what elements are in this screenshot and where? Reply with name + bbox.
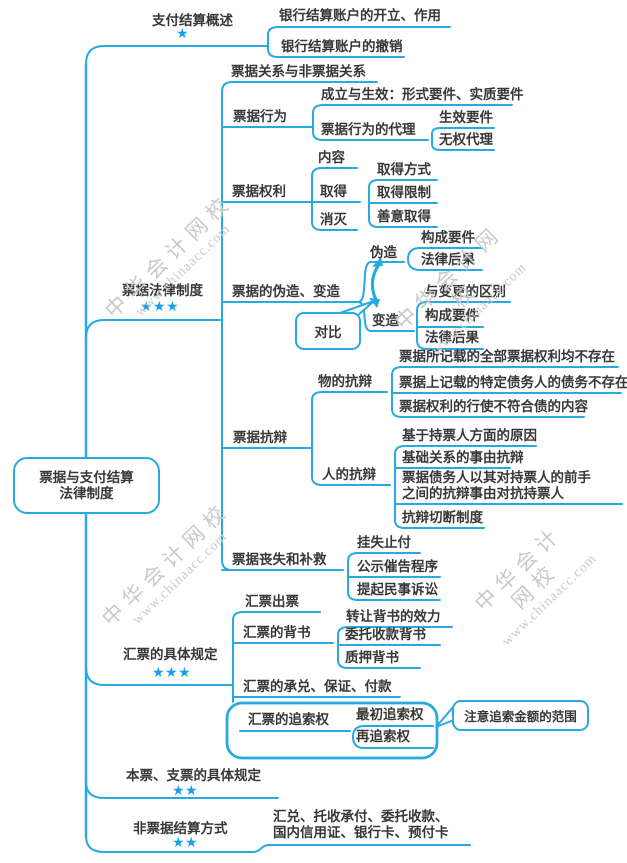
node-defense-cutoff: 抗辩切断制度 xyxy=(402,510,483,525)
node-re-recourse: 再追索权 xyxy=(356,729,410,744)
node-unauthorized-agency: 无权代理 xyxy=(439,132,493,147)
node-real-defense: 物的抗辩 xyxy=(318,374,372,389)
node-alter-elements: 构成要件 xyxy=(425,308,479,323)
node-rights-extinguish: 消灭 xyxy=(320,212,347,227)
node-loss-item: 挂失止付 xyxy=(357,535,411,550)
node-draft-recourse: 汇票的追索权 xyxy=(248,712,329,727)
node-real-defense-item: 票据权利的行使不符合债的内容 xyxy=(399,399,588,414)
node-personal-defense-item: 基于持票人方面的原因 xyxy=(402,428,537,443)
node-loss-item: 提起民事诉讼 xyxy=(357,582,438,597)
root-title-line1: 票据与支付结算 xyxy=(39,469,134,485)
node-goodfaith-acquire: 善意取得 xyxy=(377,209,431,224)
node-personal-defense-item: 票据债务人以其对持票人的前手 之间的抗辩事由对抗持票人 xyxy=(402,470,591,502)
node-rights-acquire: 取得 xyxy=(320,184,347,199)
node-endorse-item: 转让背书的效力 xyxy=(346,609,441,624)
arrow-up-head xyxy=(372,257,383,267)
root-title-line2: 法律制度 xyxy=(59,485,114,501)
node-rights-content: 内容 xyxy=(318,150,345,165)
node-bill-relation: 票据关系与非票据关系 xyxy=(231,64,366,79)
node-text-line2: 之间的抗辩事由对抗持票人 xyxy=(402,486,564,501)
node-first-recourse: 最初追索权 xyxy=(356,707,424,722)
compare-callout: 对比 xyxy=(295,312,361,350)
forge-alter-arrow xyxy=(370,264,380,302)
node-payment-overview: 支付结算概述 xyxy=(152,13,233,28)
node-forgery-alteration: 票据的伪造、变造 xyxy=(232,284,340,299)
node-bill-rights: 票据权利 xyxy=(232,184,286,199)
node-forge-elements: 构成要件 xyxy=(421,230,475,245)
node-bill-law: 票据法律制度 xyxy=(122,283,203,298)
node-real-defense-item: 票据所记载的全部票据权利均不存在 xyxy=(399,349,615,364)
compare-callout-text: 对比 xyxy=(314,325,342,340)
node-draft-issue: 汇票出票 xyxy=(245,594,299,609)
node-bill-loss: 票据丧失和补救 xyxy=(232,552,327,567)
arrow-down-head xyxy=(369,298,380,308)
star-rating: ★★★ xyxy=(140,299,180,315)
node-establish: 成立与生效：形式要件、实质要件 xyxy=(321,87,524,102)
node-nonbill-settlement: 非票据结算方式 xyxy=(133,821,228,836)
node-bill-defense: 票据抗辩 xyxy=(233,430,287,445)
recourse-note-text: 注意追索金额的范围 xyxy=(464,710,577,724)
star-rating: ★★ xyxy=(172,783,199,799)
node-text-line2: 国内信用证、银行卡、预付卡 xyxy=(273,825,449,840)
node-forge-consequence: 法律后果 xyxy=(421,252,475,267)
node-draft-accept: 汇票的承兑、保证、付款 xyxy=(243,679,392,694)
node-text-line1: 票据债务人以其对持票人的前手 xyxy=(402,470,591,485)
star-rating: ★★★ xyxy=(152,665,192,681)
node-alter: 变造 xyxy=(372,313,399,328)
node-text-line1: 汇兑、托收承付、委托收款、 xyxy=(273,809,449,824)
node-alter-consequence: 法律后果 xyxy=(425,330,479,345)
node-behavior-agent: 票据行为的代理 xyxy=(321,122,416,137)
node-acquire-limit: 取得限制 xyxy=(377,185,431,200)
node-personal-defense-item: 基础关系的事由抗辩 xyxy=(402,450,524,465)
node-forge: 伪造 xyxy=(370,245,397,260)
node-endorse-item: 委托收款背书 xyxy=(345,627,426,642)
star-rating: ★★ xyxy=(172,835,199,851)
node-personal-defense: 人的抗辩 xyxy=(322,467,376,482)
node-account-revoke: 银行结算账户的撤销 xyxy=(281,39,403,54)
star-rating: ★ xyxy=(176,26,190,42)
node-account-open: 银行结算账户的开立、作用 xyxy=(279,8,441,23)
node-draft-endorse: 汇票的背书 xyxy=(243,625,311,640)
recourse-note-callout: 注意追索金额的范围 xyxy=(452,700,589,731)
node-draft-rules: 汇票的具体规定 xyxy=(123,647,218,662)
node-bill-behavior: 票据行为 xyxy=(233,109,287,124)
node-acquire-method: 取得方式 xyxy=(377,162,431,177)
node-real-defense-item: 票据上记载的特定债务人的债务不存在 xyxy=(399,375,627,390)
node-endorse-item: 质押背书 xyxy=(345,650,399,665)
node-nonbill-methods: 汇兑、托收承付、委托收款、 国内信用证、银行卡、预付卡 xyxy=(273,809,449,841)
root-node: 票据与支付结算 法律制度 xyxy=(13,457,160,514)
node-effective-elements: 生效要件 xyxy=(439,110,493,125)
node-loss-item: 公示催告程序 xyxy=(357,559,438,574)
node-promissory-check-rules: 本票、支票的具体规定 xyxy=(126,768,261,783)
node-alter-difference: 与变更的区别 xyxy=(425,284,506,299)
